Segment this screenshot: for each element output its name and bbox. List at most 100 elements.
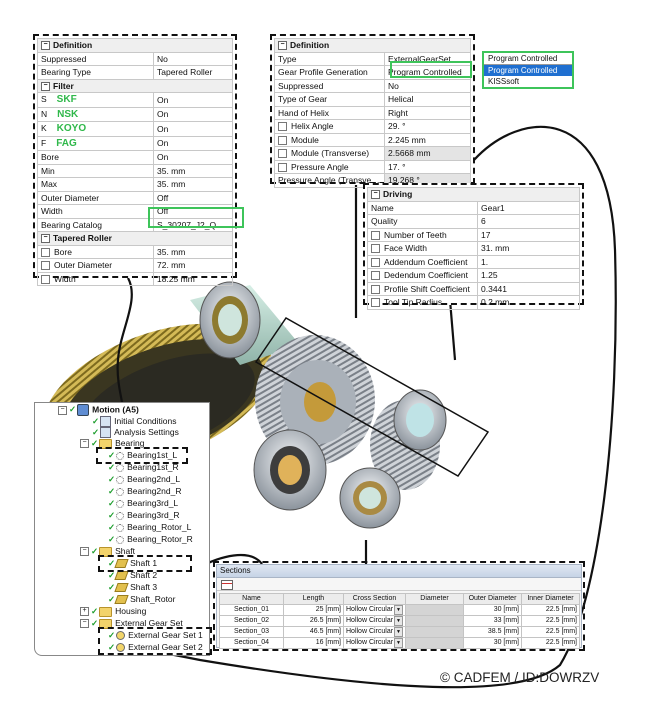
parameter-checkbox[interactable]	[278, 162, 287, 172]
driving-row-face-width[interactable]: Face Width 31. mm	[367, 241, 580, 256]
gearset-row-pressure-angle[interactable]: Pressure Angle 17. °	[274, 159, 471, 174]
filter-row-outer-diameter[interactable]: Outer Diameter Off	[37, 190, 233, 205]
driving-row-addendum[interactable]: Addendum Coefficient 1.	[367, 254, 580, 269]
table-row[interactable]: Section_02 26.5 [mm] ▼Hollow Circular 33…	[219, 615, 580, 627]
brand-label-nsk: NSK	[57, 108, 79, 120]
table-row[interactable]: Section_04 16 [mm] ▼Hollow Circular 30 […	[219, 637, 580, 649]
tree-node-bearing[interactable]: ✓Bearing1st_R	[108, 462, 179, 472]
chevron-down-icon[interactable]: ▼	[394, 638, 403, 648]
gearset-row-module-transverse[interactable]: Module (Transverse) 2.5668 mm	[274, 146, 471, 161]
tree-node-bearing[interactable]: ✓Bearing2nd_L	[108, 474, 181, 484]
parameter-checkbox[interactable]	[41, 274, 50, 284]
expand-toggle-icon[interactable]: −	[80, 547, 89, 557]
parameter-checkbox[interactable]	[371, 257, 380, 267]
gearset-row-hand-of-helix[interactable]: Hand of Helix Right	[274, 105, 471, 120]
tree-node-shaft[interactable]: ✓Shaft_Rotor	[108, 594, 176, 605]
driving-row-number-of-teeth[interactable]: Number of Teeth 17	[367, 227, 580, 242]
bearing-catalog-highlight	[148, 207, 244, 228]
gearset-definition-header[interactable]: −Definition	[274, 38, 471, 53]
tree-node-shaft[interactable]: ✓Shaft 1	[108, 558, 158, 569]
check-status-icon: ✓	[108, 642, 116, 652]
tree-node-bearing[interactable]: ✓Bearing3rd_L	[108, 498, 179, 508]
expand-toggle-icon[interactable]: −	[80, 439, 89, 449]
parameter-checkbox[interactable]	[278, 149, 287, 159]
table-row[interactable]: Section_01 25 [mm] ▼Hollow Circular 30 […	[219, 604, 580, 616]
check-status-icon: ✓	[108, 486, 116, 496]
collapse-toggle-icon[interactable]: −	[371, 190, 380, 200]
filter-header[interactable]: −Filter	[37, 78, 233, 93]
chevron-down-icon[interactable]: ▼	[394, 605, 403, 615]
bearing-icon	[116, 451, 125, 460]
expand-toggle-icon[interactable]: −	[80, 619, 89, 629]
chevron-down-icon[interactable]: ▼	[394, 627, 403, 637]
parameter-checkbox[interactable]	[371, 284, 380, 294]
tree-node-initial-conditions[interactable]: ✓Initial Conditions	[92, 416, 177, 428]
parameter-checkbox[interactable]	[278, 122, 287, 132]
tree-node-gearset[interactable]: ✓External Gear Set 2	[108, 642, 203, 653]
gearset-row-type-of-gear[interactable]: Type of Gear Helical	[274, 92, 471, 107]
parameter-checkbox[interactable]	[371, 244, 380, 254]
driving-row-quality[interactable]: Quality 6	[367, 214, 580, 229]
property-row-bearing-type[interactable]: Bearing Type Tapered Roller	[37, 65, 233, 80]
tapered-row-outer-diameter[interactable]: Outer Diameter 72. mm	[37, 258, 233, 273]
tapered-roller-header[interactable]: −Tapered Roller	[37, 231, 233, 246]
collapse-toggle-icon[interactable]: −	[41, 81, 50, 91]
collapse-toggle-icon[interactable]: −	[41, 234, 50, 244]
gearset-row-profile-generation[interactable]: Gear Profile Generation Program Controll…	[274, 65, 471, 80]
tree-node-analysis-settings[interactable]: ✓Analysis Settings	[92, 427, 179, 439]
profile-generation-dropdown[interactable]: Program Controlled Program Controlled KI…	[482, 51, 574, 89]
driving-header[interactable]: −Driving	[367, 187, 580, 202]
tree-node-bearing[interactable]: ✓Bearing_Rotor_R	[108, 534, 193, 544]
tree-node-gearset[interactable]: ✓External Gear Set 1	[108, 630, 203, 641]
property-row-suppressed[interactable]: Suppressed No	[37, 51, 233, 66]
filter-row-min[interactable]: Min 35. mm	[37, 163, 233, 178]
parameter-checkbox[interactable]	[41, 247, 50, 257]
filter-row-max[interactable]: Max 35. mm	[37, 177, 233, 192]
filter-row-bore[interactable]: Bore On	[37, 150, 233, 165]
parameter-checkbox[interactable]	[41, 261, 50, 271]
tapered-row-width[interactable]: Width 18.25 mm	[37, 271, 233, 286]
driving-row-profile-shift[interactable]: Profile Shift Coefficient 0.3441	[367, 281, 580, 296]
tapered-row-bore[interactable]: Bore 35. mm	[37, 244, 233, 259]
dropdown-option-kisssoft[interactable]: KISSsoft	[488, 77, 520, 86]
tree-node-shaft[interactable]: ✓Shaft 3	[108, 582, 158, 593]
parameter-checkbox[interactable]	[371, 298, 380, 308]
parameter-checkbox[interactable]	[371, 230, 380, 240]
tree-node-shaft[interactable]: ✓Shaft 2	[108, 570, 158, 581]
filter-row-bearing-catalog[interactable]: Bearing Catalog S_30207_J2_Q	[37, 217, 233, 232]
tree-node-gearset-folder[interactable]: −✓External Gear Set	[80, 618, 183, 629]
driving-row-name[interactable]: Name Gear1	[367, 200, 580, 215]
shaft-selection-frame	[98, 555, 192, 572]
parameter-checkbox[interactable]	[278, 135, 287, 145]
gearset-selection-frame	[98, 627, 212, 655]
tree-node-housing-folder[interactable]: +✓Housing	[80, 606, 146, 617]
check-status-icon: ✓	[69, 404, 77, 415]
expand-toggle-icon[interactable]: +	[80, 607, 89, 617]
tree-node-bearing[interactable]: ✓Bearing1st_L	[108, 450, 178, 460]
definition-header[interactable]: −Definition	[37, 38, 233, 53]
check-status-icon: ✓	[108, 570, 116, 580]
tree-node-motion[interactable]: −✓Motion (A5)	[58, 404, 139, 416]
collapse-toggle-icon[interactable]: −	[41, 41, 50, 51]
dropdown-option-program-controlled-selected[interactable]: Program Controlled	[484, 65, 572, 76]
bearing-selection-frame	[96, 447, 188, 464]
gearset-row-suppressed[interactable]: Suppressed No	[274, 78, 471, 93]
driving-row-tool-tip-radius[interactable]: Tool Tip Radius 0.2 mm	[367, 295, 580, 310]
tree-node-shaft-folder[interactable]: −✓Shaft	[80, 546, 135, 557]
expand-toggle-icon[interactable]: −	[58, 405, 67, 415]
driving-row-dedendum[interactable]: Dedendum Coefficient 1.25	[367, 268, 580, 283]
dropdown-option-program-controlled[interactable]: Program Controlled	[484, 53, 572, 65]
tree-node-bearing[interactable]: ✓Bearing2nd_R	[108, 486, 182, 496]
collapse-toggle-icon[interactable]: −	[278, 41, 287, 51]
parameter-checkbox[interactable]	[371, 271, 380, 281]
gearset-row-module[interactable]: Module 2.245 mm	[274, 132, 471, 147]
tree-node-bearing[interactable]: ✓Bearing3rd_R	[108, 510, 180, 520]
table-icon[interactable]	[221, 580, 233, 590]
gearset-row-helix-angle[interactable]: Helix Angle 29. °	[274, 119, 471, 134]
tree-node-bearing[interactable]: ✓Bearing_Rotor_L	[108, 522, 192, 532]
chevron-down-icon[interactable]: ▼	[394, 616, 403, 626]
